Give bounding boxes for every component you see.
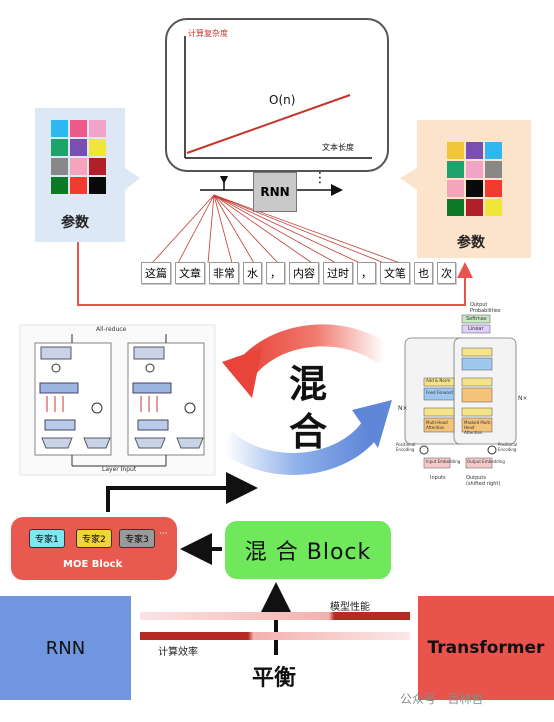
right-params-cell bbox=[466, 142, 483, 159]
token: ， bbox=[266, 262, 285, 284]
rnn-box: RNN bbox=[0, 596, 131, 700]
left-params-panel: 参数 bbox=[35, 108, 125, 242]
left-params-cell bbox=[70, 158, 87, 175]
tf-inputs: Inputs bbox=[430, 475, 446, 481]
left-params-cell bbox=[89, 177, 106, 194]
token: ， bbox=[357, 262, 376, 284]
params-connector bbox=[77, 242, 473, 306]
left-diagram-top-label: All-reduce bbox=[96, 326, 127, 333]
efficiency-bar bbox=[140, 632, 410, 640]
mix-label: 混 合 bbox=[278, 360, 338, 456]
left-params-cell bbox=[51, 139, 68, 156]
right-params-cell bbox=[447, 161, 464, 178]
performance-bar bbox=[140, 612, 410, 620]
right-params-cell bbox=[485, 161, 502, 178]
tf-multi-head: Multi-Head Attention bbox=[426, 420, 448, 430]
complexity-line bbox=[186, 94, 351, 154]
tf-add-norm: Add & Norm bbox=[426, 378, 451, 383]
tf-output-emb: Output Embedding bbox=[467, 459, 505, 464]
tf-nx-left: N× bbox=[398, 405, 408, 412]
moe-block: 专家1 专家2 专家3 ··· MOE Block bbox=[11, 517, 177, 580]
moe-label: MOE Block bbox=[63, 559, 123, 570]
tf-nx-right: N× bbox=[518, 395, 528, 402]
right-params-cell bbox=[466, 180, 483, 197]
right-params-cell bbox=[447, 142, 464, 159]
token: 文章 bbox=[175, 262, 205, 284]
complexity-chart: 计算复杂度 文本长度 O(n) bbox=[184, 28, 372, 159]
moe-more: ··· bbox=[159, 529, 168, 539]
tf-outputs: Outputs (shifted right) bbox=[466, 475, 501, 487]
efficiency-label: 计算效率 bbox=[158, 647, 198, 658]
mix-label-line2: 合 bbox=[288, 410, 327, 454]
left-params-cell bbox=[89, 158, 106, 175]
right-params-cell bbox=[466, 199, 483, 216]
tf-pos-enc-left: Positional Encoding bbox=[396, 442, 416, 452]
left-params-cell bbox=[89, 120, 106, 137]
left-diagram-bottom-label: Layer Input bbox=[102, 466, 137, 473]
complexity-chart-card: 计算复杂度 文本长度 O(n) bbox=[165, 18, 389, 172]
token-row: 这篇文章非常水，内容过时，文笔也次 bbox=[141, 262, 456, 284]
token: 过时 bbox=[323, 262, 353, 284]
chart-annotation: O(n) bbox=[269, 93, 295, 107]
left-params-cell bbox=[51, 158, 68, 175]
right-params-grid bbox=[447, 142, 502, 216]
tf-output-probabilities: Output Probabilities bbox=[470, 302, 501, 314]
left-params-cell bbox=[51, 120, 68, 137]
token: 内容 bbox=[289, 262, 319, 284]
token: 次 bbox=[437, 262, 456, 284]
diagram-to-mix-arrow bbox=[106, 472, 258, 512]
tf-feed-forward: Feed Forward bbox=[426, 390, 453, 395]
left-params-cell bbox=[70, 177, 87, 194]
rnn-node: RNN bbox=[253, 172, 297, 212]
token: 这篇 bbox=[141, 262, 171, 284]
right-params-cell bbox=[466, 161, 483, 178]
left-params-cell bbox=[51, 177, 68, 194]
blue-mix-arrow bbox=[217, 422, 379, 475]
token: 水 bbox=[243, 262, 262, 284]
right-params-cell bbox=[485, 199, 502, 216]
token: 非常 bbox=[209, 262, 239, 284]
right-params-cell bbox=[485, 180, 502, 197]
chart-ylabel: 计算复杂度 bbox=[188, 28, 228, 38]
left-params-cell bbox=[70, 120, 87, 137]
performance-label: 模型性能 bbox=[330, 602, 370, 613]
blue-mix-arrowhead bbox=[352, 400, 392, 448]
left-params-cell bbox=[70, 139, 87, 156]
right-params-cell bbox=[447, 180, 464, 197]
mix-label-line1: 混 bbox=[288, 362, 327, 406]
red-mix-arrowhead bbox=[222, 348, 262, 398]
transformer-box: Transformer bbox=[418, 596, 554, 700]
rnn-ellipsis: ⋮ bbox=[313, 170, 327, 186]
token: 文笔 bbox=[380, 262, 410, 284]
right-params-panel: 参数 bbox=[417, 120, 531, 258]
expert-1: 专家1 bbox=[29, 529, 65, 548]
left-panel-pointer bbox=[125, 168, 140, 190]
mix-block: 混 合 Block bbox=[225, 521, 391, 579]
tf-pos-enc-right: Positional Encoding bbox=[498, 442, 518, 452]
chart-xlabel: 文本长度 bbox=[322, 142, 354, 152]
left-architecture-diagram bbox=[19, 324, 216, 476]
tf-softmax: Softmax bbox=[466, 316, 487, 322]
watermark: 公众号 · 百林哲 bbox=[400, 692, 484, 706]
left-params-grid bbox=[51, 120, 106, 194]
rnn-feedback-arrowhead bbox=[220, 176, 228, 184]
tf-linear: Linear bbox=[468, 326, 484, 332]
right-transformer-diagram bbox=[404, 314, 517, 469]
balance-label: 平衡 bbox=[252, 666, 297, 691]
right-params-label: 参数 bbox=[457, 235, 485, 251]
expert-2: 专家2 bbox=[76, 529, 112, 548]
right-panel-pointer bbox=[400, 168, 417, 190]
token: 也 bbox=[414, 262, 433, 284]
tf-masked: Masked Multi-Head Attention bbox=[464, 420, 492, 435]
tf-input-emb: Input Embedding bbox=[426, 459, 461, 464]
left-params-cell bbox=[89, 139, 106, 156]
right-params-cell bbox=[485, 142, 502, 159]
expert-3: 专家3 bbox=[119, 529, 155, 548]
right-params-cell bbox=[447, 199, 464, 216]
token-fan-lines bbox=[151, 194, 401, 264]
left-params-label: 参数 bbox=[61, 215, 89, 231]
